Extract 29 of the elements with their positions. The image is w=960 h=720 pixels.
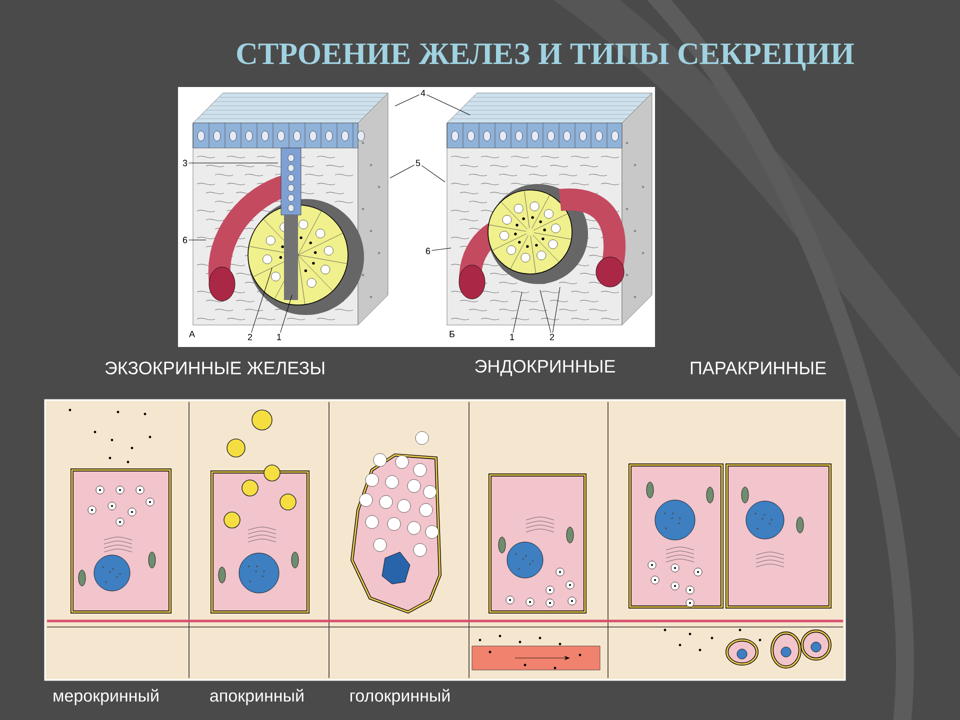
leader-line — [552, 286, 560, 333]
section-label: ПАРАКРИННЫЕ — [690, 362, 826, 374]
leader-line — [421, 165, 446, 182]
callout-number: 1 — [510, 334, 514, 340]
leader-line — [390, 164, 415, 178]
secretion-type-label: апокринный — [210, 688, 304, 706]
panel-letter: А — [189, 330, 195, 338]
callout-number: 3 — [182, 160, 188, 166]
leader-line — [540, 290, 552, 333]
callout-number: 4 — [420, 90, 426, 96]
section-label: ЭКЗОКРИННЫЕ ЖЕЛЕЗЫ — [105, 362, 324, 374]
leader-line — [394, 94, 420, 106]
secretion-type-label: мерокринный — [54, 688, 158, 706]
leader-line — [426, 94, 470, 116]
slide-title: СТРОЕНИЕ ЖЕЛЕЗ И ТИПЫ СЕКРЕЦИИ — [237, 43, 854, 71]
section-label: ЭНДОКРИННЫЕ — [475, 360, 615, 376]
leader-line — [188, 162, 278, 164]
callout-number: 2 — [550, 334, 554, 340]
callout-number: 6 — [182, 236, 188, 244]
leader-line — [251, 268, 272, 333]
panel-letter: Б — [450, 330, 454, 338]
leader-line — [280, 294, 292, 333]
callout-number: 2 — [248, 334, 252, 340]
secretion-type-label: голокринный — [350, 688, 450, 706]
callout-number: 1 — [277, 334, 282, 340]
leader-line — [431, 248, 452, 251]
callout-number: 5 — [416, 160, 420, 166]
callout-number: 6 — [426, 248, 430, 254]
leader-line — [512, 292, 522, 333]
